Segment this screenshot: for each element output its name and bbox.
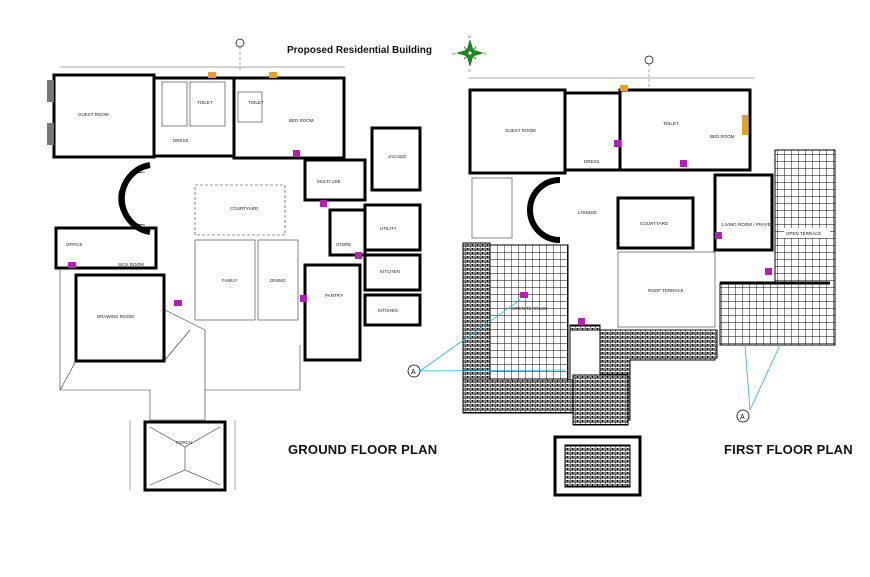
first-floor-caption: FIRST FLOOR PLAN [724, 442, 853, 457]
gf-drawing-room-label: DRAWING ROOM [97, 314, 134, 319]
gf-bed-room-label: BED ROOM [289, 118, 314, 123]
svg-text:ROOF TERRACE: ROOF TERRACE [648, 288, 684, 293]
svg-text:TOILET: TOILET [248, 100, 264, 105]
ff-open-terrace-left [489, 244, 569, 381]
svg-text:OFFICE: OFFICE [66, 242, 83, 247]
ff-section-marker: A [740, 414, 745, 421]
svg-text:UTILITY: UTILITY [380, 226, 397, 231]
svg-text:GUEST ROOM: GUEST ROOM [505, 128, 536, 133]
svg-text:OPEN TERRACE: OPEN TERRACE [786, 231, 821, 236]
compass-east: E [484, 51, 487, 56]
svg-text:STORE: STORE [336, 242, 351, 247]
ground-floor-plan: GUEST ROOM TOILET DRESS TOILET BED ROOM … [47, 38, 437, 492]
svg-text:OPEN TERRACE: OPEN TERRACE [512, 306, 547, 311]
gf-guest-room-label: GUEST ROOM [78, 112, 109, 117]
svg-text:DRESS: DRESS [584, 159, 600, 164]
svg-text:COURTYARD: COURTYARD [640, 221, 669, 226]
compass-south: S [468, 68, 471, 73]
svg-text:DINING: DINING [270, 278, 286, 283]
svg-text:TOILET: TOILET [197, 100, 213, 105]
svg-text:TOILET: TOILET [663, 121, 679, 126]
svg-text:KITCHEN: KITCHEN [380, 269, 400, 274]
drawing-title: Proposed Residential Building [287, 45, 432, 56]
svg-text:PORCH: PORCH [176, 440, 192, 445]
svg-text:BED ROOM: BED ROOM [710, 134, 735, 139]
svg-text:MULTI USE: MULTI USE [317, 179, 341, 184]
ff-open-terrace-right [719, 149, 836, 346]
compass-north: N [468, 34, 471, 39]
svg-text:COURTYARD: COURTYARD [230, 206, 259, 211]
svg-text:FAMILY: FAMILY [222, 278, 238, 283]
svg-text:PANTRY: PANTRY [325, 293, 343, 298]
compass-rose-icon: N S E W [452, 34, 487, 73]
svg-text:JACUZZI: JACUZZI [388, 154, 407, 159]
ground-floor-caption: GROUND FLOOR PLAN [288, 442, 437, 457]
compass-west: W [452, 51, 456, 56]
svg-text:DRESS: DRESS [173, 138, 189, 143]
svg-text:KITCHEN: KITCHEN [378, 308, 398, 313]
first-floor-plan: GUEST ROOM DRESS TOILET BED ROOM LOUNGE … [419, 55, 853, 497]
gf-section-marker: A [411, 369, 416, 376]
svg-text:LIVING ROOM / PRAYER ROOM: LIVING ROOM / PRAYER ROOM [722, 222, 789, 227]
svg-text:SICK ROOM: SICK ROOM [118, 262, 144, 267]
svg-text:LOUNGE: LOUNGE [578, 210, 597, 215]
